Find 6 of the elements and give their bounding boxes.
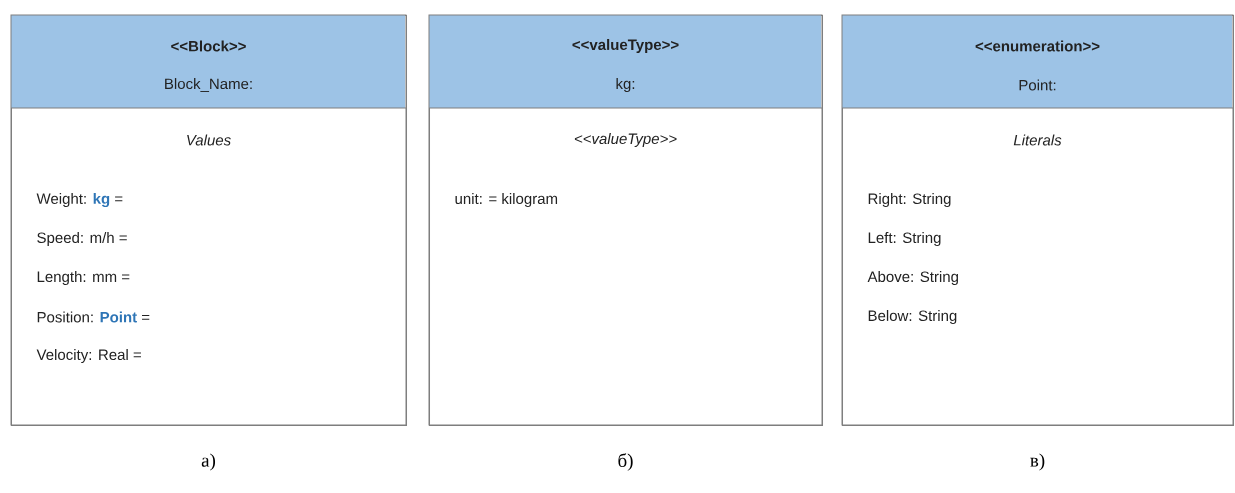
class-box: <<valueType>> kg: <<valueType>> unit: = kilogram xyxy=(428,14,823,426)
class-box: <<Block>> Block_Name: Values Weight: kg = Speed: m/h = Length: mm = Position: Point = Velocity: Real = xyxy=(10,14,407,426)
panel-label: в) xyxy=(1030,453,1045,471)
panel-label: а) xyxy=(201,453,216,471)
class-box: <<enumeration>> Point: Literals Right: String Left: String Above: String Below: String xyxy=(841,14,1234,426)
panel-label: б) xyxy=(618,453,633,471)
